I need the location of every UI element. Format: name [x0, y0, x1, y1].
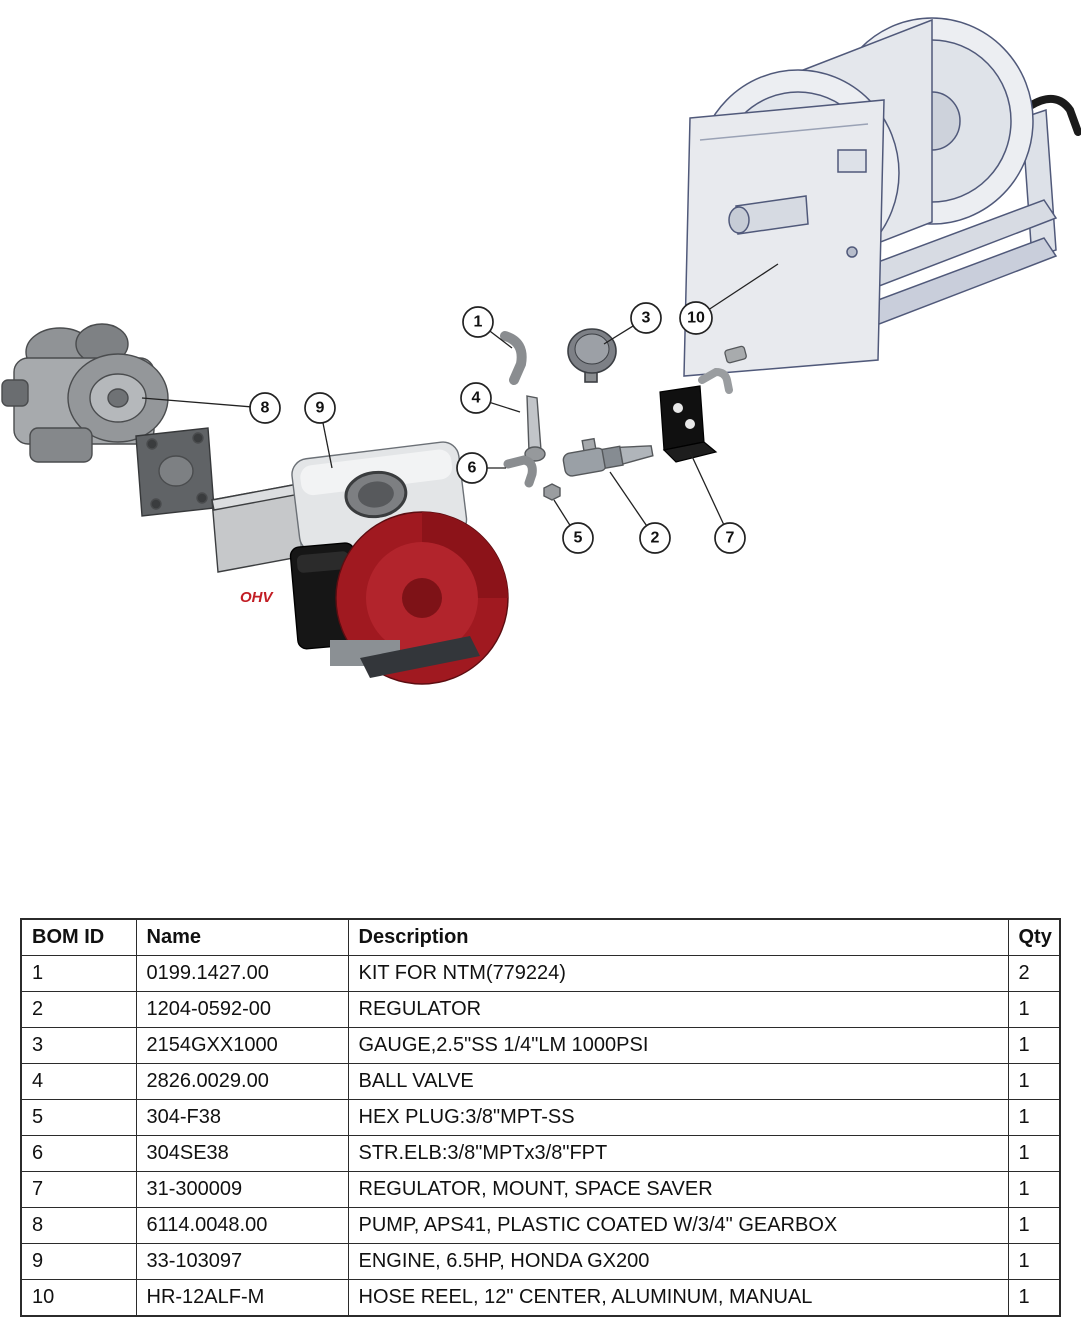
cell-bom-id: 1 — [20, 955, 137, 992]
table-row: 7 31-300009 REGULATOR, MOUNT, SPACE SAVE… — [20, 1171, 1061, 1208]
svg-text:5: 5 — [574, 530, 583, 547]
pump — [1, 323, 215, 517]
cell-name: 2154GXX1000 — [135, 1027, 349, 1064]
cell-name: 0199.1427.00 — [135, 955, 349, 992]
callout-8: 8 — [141, 392, 281, 424]
table-row: 10 HR-12ALF-M HOSE REEL, 12" CENTER, ALU… — [20, 1279, 1061, 1317]
callout-2: 2 — [609, 471, 671, 554]
callout-7: 7 — [689, 451, 746, 554]
table-row: 2 1204-0592-00 REGULATOR 1 — [20, 991, 1061, 1028]
svg-text:6: 6 — [468, 460, 477, 477]
exploded-view-diagram: OHV — [1, 17, 1081, 685]
cell-description: STR.ELB:3/8"MPTx3/8"FPT — [347, 1135, 1009, 1172]
cell-name: 6114.0048.00 — [135, 1207, 349, 1244]
hex-plug-part — [543, 483, 561, 501]
svg-text:4: 4 — [472, 390, 481, 407]
cell-description: REGULATOR, MOUNT, SPACE SAVER — [347, 1171, 1009, 1208]
svg-text:1: 1 — [474, 314, 483, 331]
cell-name: HR-12ALF-M — [135, 1279, 349, 1317]
cell-name: 31-300009 — [135, 1171, 349, 1208]
callout-4: 4 — [460, 382, 521, 414]
column-header-name: Name — [135, 918, 349, 956]
ball-valve-part — [524, 395, 546, 462]
cell-qty: 1 — [1007, 1027, 1061, 1064]
cell-bom-id: 4 — [20, 1063, 137, 1100]
elbow-fitting-part — [698, 367, 733, 394]
cell-name: 2826.0029.00 — [135, 1063, 349, 1100]
svg-text:7: 7 — [726, 530, 735, 547]
callout-5: 5 — [553, 499, 594, 554]
kit-fitting-part — [500, 331, 527, 385]
cell-qty: 1 — [1007, 1171, 1061, 1208]
regulator-part — [562, 437, 654, 477]
cell-bom-id: 8 — [20, 1207, 137, 1244]
cell-description: BALL VALVE — [347, 1063, 1009, 1100]
cell-qty: 1 — [1007, 1243, 1061, 1280]
cell-qty: 1 — [1007, 1207, 1061, 1244]
cell-qty: 2 — [1007, 955, 1061, 992]
cell-name: 304-F38 — [135, 1099, 349, 1136]
crank-handle — [1026, 95, 1081, 136]
engine: OHV — [211, 441, 509, 685]
street-elbow-part — [503, 455, 537, 488]
cell-description: PUMP, APS41, PLASTIC COATED W/3/4" GEARB… — [347, 1207, 1009, 1244]
callout-9: 9 — [304, 392, 336, 469]
cell-qty: 1 — [1007, 1099, 1061, 1136]
cell-qty: 1 — [1007, 991, 1061, 1028]
cell-name: 1204-0592-00 — [135, 991, 349, 1028]
hose-reel — [683, 17, 1081, 377]
table-row: 3 2154GXX1000 GAUGE,2.5"SS 1/4"LM 1000PS… — [20, 1027, 1061, 1064]
svg-text:10: 10 — [687, 310, 705, 327]
table-header-row: BOM ID Name Description Qty — [20, 918, 1061, 956]
table-row: 8 6114.0048.00 PUMP, APS41, PLASTIC COAT… — [20, 1207, 1061, 1244]
cell-bom-id: 7 — [20, 1171, 137, 1208]
cell-qty: 1 — [1007, 1135, 1061, 1172]
table-row: 6 304SE38 STR.ELB:3/8"MPTx3/8"FPT 1 — [20, 1135, 1061, 1172]
table-row: 9 33-103097 ENGINE, 6.5HP, HONDA GX200 1 — [20, 1243, 1061, 1280]
callout-3: 3 — [603, 302, 662, 345]
cell-bom-id: 3 — [20, 1027, 137, 1064]
cell-bom-id: 2 — [20, 991, 137, 1028]
svg-text:9: 9 — [316, 400, 325, 417]
column-header-qty: Qty — [1007, 918, 1061, 956]
cell-bom-id: 5 — [20, 1099, 137, 1136]
mount-bracket-part — [659, 385, 718, 463]
cell-name: 33-103097 — [135, 1243, 349, 1280]
column-header-description: Description — [347, 918, 1009, 956]
bom-table: BOM ID Name Description Qty 1 0199.1427.… — [20, 918, 1061, 1317]
svg-text:8: 8 — [261, 400, 270, 417]
cell-qty: 1 — [1007, 1063, 1061, 1100]
cell-description: KIT FOR NTM(779224) — [347, 955, 1009, 992]
svg-text:3: 3 — [642, 310, 651, 327]
svg-text:2: 2 — [651, 530, 660, 547]
table-row: 5 304-F38 HEX PLUG:3/8"MPT-SS 1 — [20, 1099, 1061, 1136]
callout-10: 10 — [679, 263, 779, 335]
cell-description: HOSE REEL, 12" CENTER, ALUMINUM, MANUAL — [347, 1279, 1009, 1317]
engine-brand-label: OHV — [240, 589, 275, 606]
table-row: 1 0199.1427.00 KIT FOR NTM(779224) 2 — [20, 955, 1061, 992]
cell-description: GAUGE,2.5"SS 1/4"LM 1000PSI — [347, 1027, 1009, 1064]
cell-description: REGULATOR — [347, 991, 1009, 1028]
cell-description: ENGINE, 6.5HP, HONDA GX200 — [347, 1243, 1009, 1280]
small-parts — [500, 328, 747, 501]
cell-bom-id: 6 — [20, 1135, 137, 1172]
nipple-fitting-part — [724, 345, 747, 364]
cell-bom-id: 9 — [20, 1243, 137, 1280]
callout-6: 6 — [456, 452, 506, 484]
cell-name: 304SE38 — [135, 1135, 349, 1172]
cell-qty: 1 — [1007, 1279, 1061, 1317]
gauge-part — [567, 328, 617, 383]
table-row: 4 2826.0029.00 BALL VALVE 1 — [20, 1063, 1061, 1100]
column-header-bom-id: BOM ID — [20, 918, 137, 956]
callout-1: 1 — [462, 306, 513, 349]
cell-description: HEX PLUG:3/8"MPT-SS — [347, 1099, 1009, 1136]
cell-bom-id: 10 — [20, 1279, 137, 1317]
